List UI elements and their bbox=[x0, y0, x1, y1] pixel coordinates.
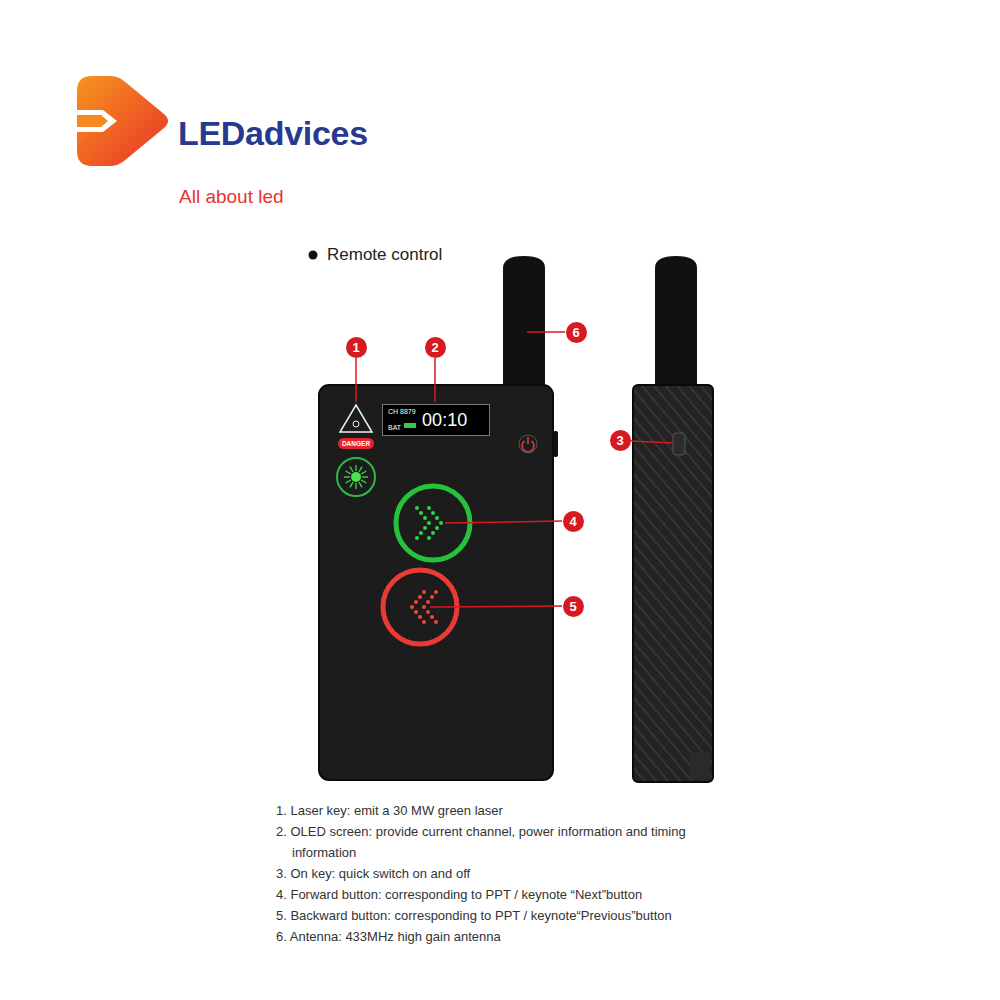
oled-screen: CH 8879BAT 00:10 bbox=[382, 404, 490, 436]
heading: Remote control bbox=[327, 245, 1000, 265]
remote-side bbox=[633, 385, 713, 782]
list-item: 2. OLED screen: provide current channel,… bbox=[276, 821, 732, 863]
legend-list: 1. Laser key: emit a 30 MW green laser2.… bbox=[276, 800, 732, 947]
callout-number: 1 bbox=[346, 337, 367, 358]
bullet bbox=[309, 251, 318, 260]
power-icon bbox=[522, 437, 534, 452]
list-item: 1. Laser key: emit a 30 MW green laser bbox=[276, 800, 732, 821]
callout-number: 2 bbox=[425, 337, 446, 358]
leader-lines bbox=[356, 332, 673, 607]
laser-warning bbox=[340, 405, 372, 432]
laser-key bbox=[337, 458, 375, 496]
list-item: 6. Antenna: 433MHz high gain antenna bbox=[276, 926, 732, 947]
antenna-side bbox=[655, 256, 697, 390]
channel-readout: CH 8879 bbox=[388, 407, 416, 416]
battery-readout: BAT bbox=[388, 424, 401, 431]
callout-number: 5 bbox=[563, 596, 584, 617]
side-edge bbox=[690, 752, 710, 780]
list-item: 5. Backward button: corresponding to PPT… bbox=[276, 905, 732, 926]
forward-chevron bbox=[415, 506, 443, 540]
logo-notch bbox=[77, 110, 117, 132]
callout-text: 5 bbox=[569, 599, 576, 614]
brand-tagline: All about led bbox=[179, 186, 1000, 208]
callout-text: 3 bbox=[616, 433, 623, 448]
antenna bbox=[503, 256, 545, 390]
callout-number: 6 bbox=[566, 322, 587, 343]
callout-text: 6 bbox=[572, 325, 579, 340]
logo-icon bbox=[77, 76, 168, 166]
list-item: 4. Forward button: corresponding to PPT … bbox=[276, 884, 732, 905]
callout-number: 3 bbox=[610, 430, 631, 451]
callout-text: 2 bbox=[431, 340, 438, 355]
list-item: 3. On key: quick switch on and off bbox=[276, 863, 732, 884]
battery-icon bbox=[404, 423, 416, 428]
timer-readout: 00:10 bbox=[422, 410, 467, 431]
logo-notch-inner bbox=[77, 115, 108, 127]
callout-number: 4 bbox=[563, 511, 584, 532]
callout-text: 1 bbox=[352, 340, 359, 355]
danger-label: DANGER bbox=[338, 438, 374, 449]
callout-text: 4 bbox=[569, 514, 576, 529]
laser-burst bbox=[344, 465, 368, 489]
danger-text: DANGER bbox=[342, 440, 370, 447]
brand-name: LEDadvices bbox=[178, 114, 1000, 153]
remote-front bbox=[319, 385, 553, 780]
on-key bbox=[673, 433, 685, 455]
side-key bbox=[553, 431, 558, 457]
